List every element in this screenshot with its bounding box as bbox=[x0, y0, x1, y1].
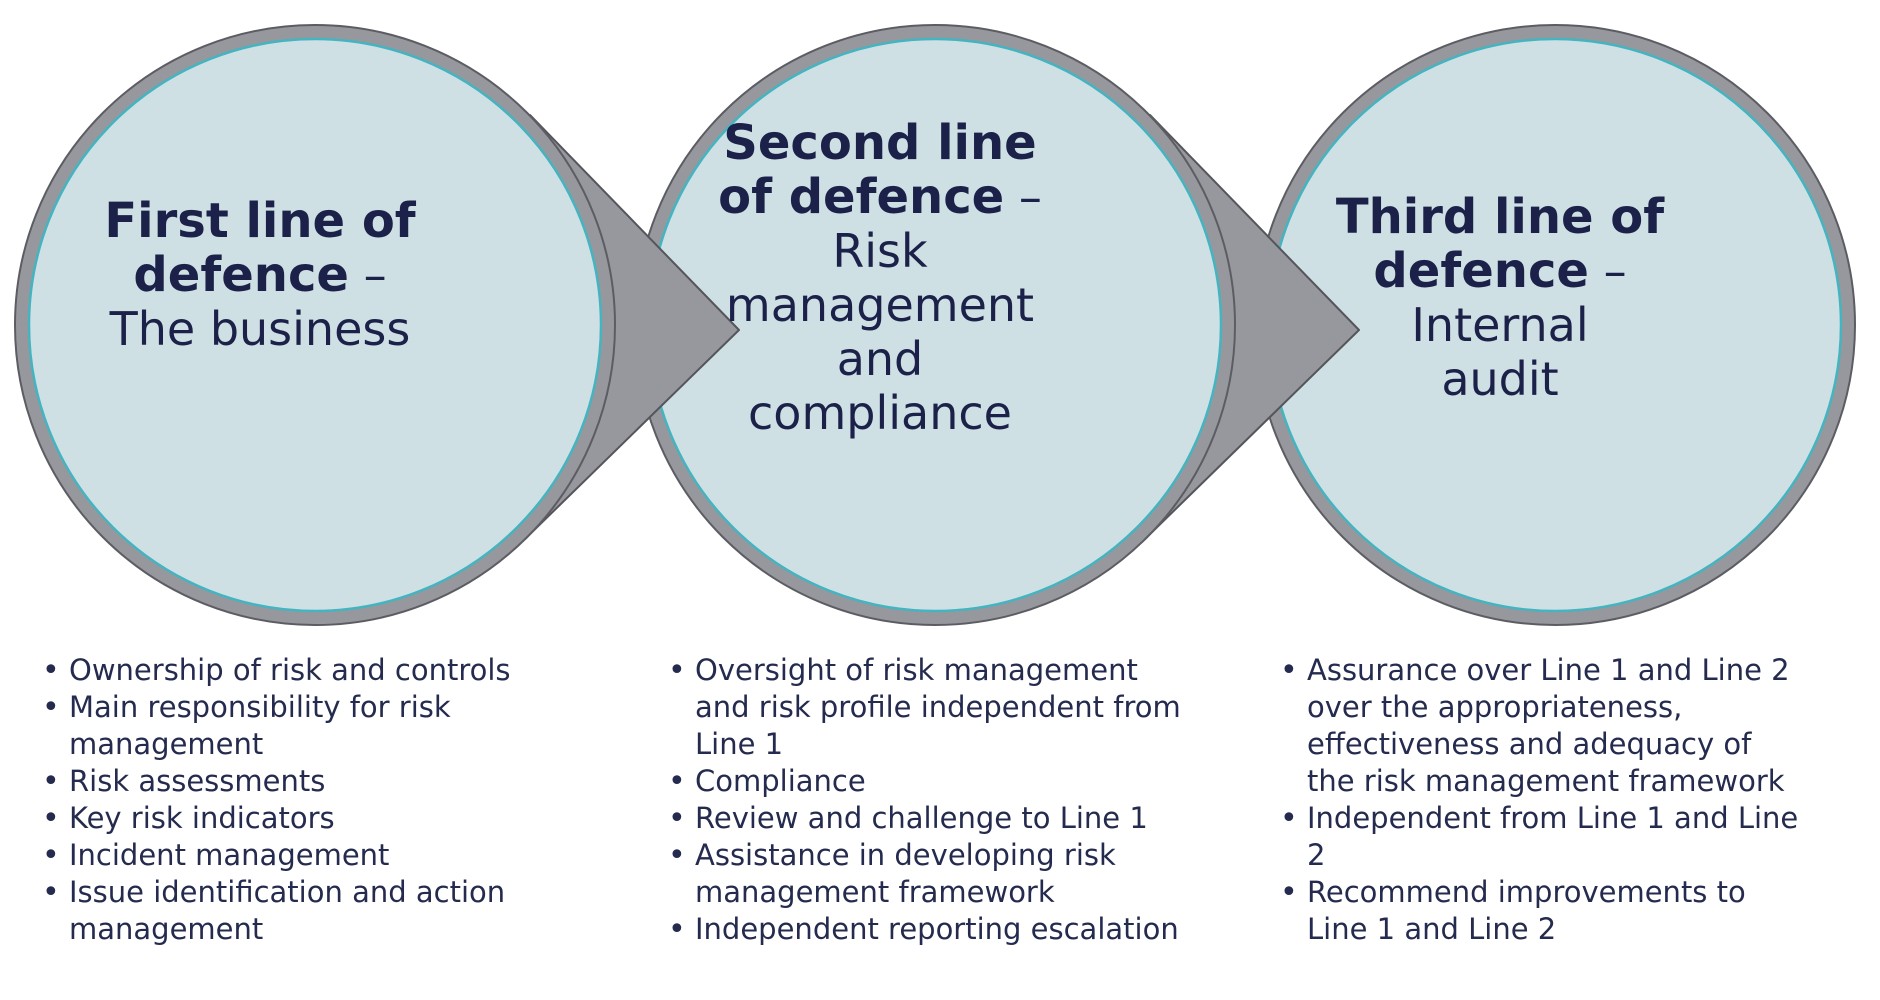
circle-1-title-rest: – The business bbox=[109, 248, 411, 356]
bullet-text: Ownership of risk and controls bbox=[69, 653, 511, 687]
list-item: • Issue identification and action manage… bbox=[42, 874, 622, 948]
list-item: • Ownership of risk and controls bbox=[42, 652, 622, 689]
list-item: • Key risk indicators bbox=[42, 800, 622, 837]
circle-2-title-rest: – Risk management and compliance bbox=[725, 170, 1042, 440]
bullet-icon: • bbox=[668, 764, 686, 799]
bullet-icon: • bbox=[42, 690, 60, 725]
circle-1-disc bbox=[27, 37, 603, 613]
bullet-icon: • bbox=[42, 653, 60, 688]
circle-2-title-bold: Second line of defence bbox=[718, 115, 1037, 225]
first-line-bullet-list: • Ownership of risk and controls • Main … bbox=[42, 652, 622, 948]
circle-3-title: Third line of defence – Internal audit bbox=[1190, 190, 1810, 406]
bullet-text: Independent from Line 1 and Line 2 bbox=[1307, 801, 1799, 872]
bullet-text: Compliance bbox=[695, 764, 866, 798]
bullet-icon: • bbox=[1280, 801, 1298, 836]
list-item: • Main responsibility for risk managemen… bbox=[42, 689, 622, 763]
bullet-text: Risk assessments bbox=[69, 764, 326, 798]
bullet-icon: • bbox=[668, 801, 686, 836]
bullet-text: Independent reporting escalation bbox=[695, 912, 1179, 946]
list-item: • Recommend improvements to Line 1 and L… bbox=[1280, 874, 1860, 948]
list-item: • Assurance over Line 1 and Line 2 over … bbox=[1280, 652, 1860, 800]
bullet-icon: • bbox=[1280, 653, 1298, 688]
bullet-icon: • bbox=[42, 875, 60, 910]
bullet-icon: • bbox=[42, 838, 60, 873]
circle-1-title: First line of defence – The business bbox=[0, 194, 570, 356]
bullet-text: Incident management bbox=[69, 838, 390, 872]
bullet-icon: • bbox=[668, 653, 686, 688]
second-line-bullet-list: • Oversight of risk management and risk … bbox=[668, 652, 1268, 948]
list-item: • Oversight of risk management and risk … bbox=[668, 652, 1268, 763]
bullet-text: Oversight of risk management and risk pr… bbox=[695, 653, 1181, 761]
list-item: • Incident management bbox=[42, 837, 622, 874]
list-item: • Compliance bbox=[668, 763, 1268, 800]
bullet-text: Main responsibility for risk management bbox=[69, 690, 451, 761]
list-item: • Independent reporting escalation bbox=[668, 911, 1268, 948]
bullet-text: Key risk indicators bbox=[69, 801, 335, 835]
bullet-text: Review and challenge to Line 1 bbox=[695, 801, 1148, 835]
third-line-bullet-list: • Assurance over Line 1 and Line 2 over … bbox=[1280, 652, 1860, 948]
bullet-text: Issue identification and action manageme… bbox=[69, 875, 506, 946]
bullet-icon: • bbox=[668, 838, 686, 873]
bullet-icon: • bbox=[668, 912, 686, 947]
circle-3-title-rest: – Internal audit bbox=[1411, 244, 1627, 406]
bullet-text: Recommend improvements to Line 1 and Lin… bbox=[1307, 875, 1746, 946]
list-item: • Independent from Line 1 and Line 2 bbox=[1280, 800, 1860, 874]
circle-3-title-bold: Third line of defence bbox=[1335, 189, 1665, 299]
circle-2-title: Second line of defence – Risk management… bbox=[570, 116, 1190, 440]
bullet-icon: • bbox=[42, 764, 60, 799]
bullet-icon: • bbox=[42, 801, 60, 836]
list-item: • Assistance in developing risk manageme… bbox=[668, 837, 1268, 911]
circle-1-title-bold: First line of defence bbox=[104, 193, 416, 303]
bullet-text: Assistance in developing risk management… bbox=[695, 838, 1116, 909]
bullet-text: Assurance over Line 1 and Line 2 over th… bbox=[1307, 653, 1790, 798]
bullet-icon: • bbox=[1280, 875, 1298, 910]
list-item: • Risk assessments bbox=[42, 763, 622, 800]
list-item: • Review and challenge to Line 1 bbox=[668, 800, 1268, 837]
